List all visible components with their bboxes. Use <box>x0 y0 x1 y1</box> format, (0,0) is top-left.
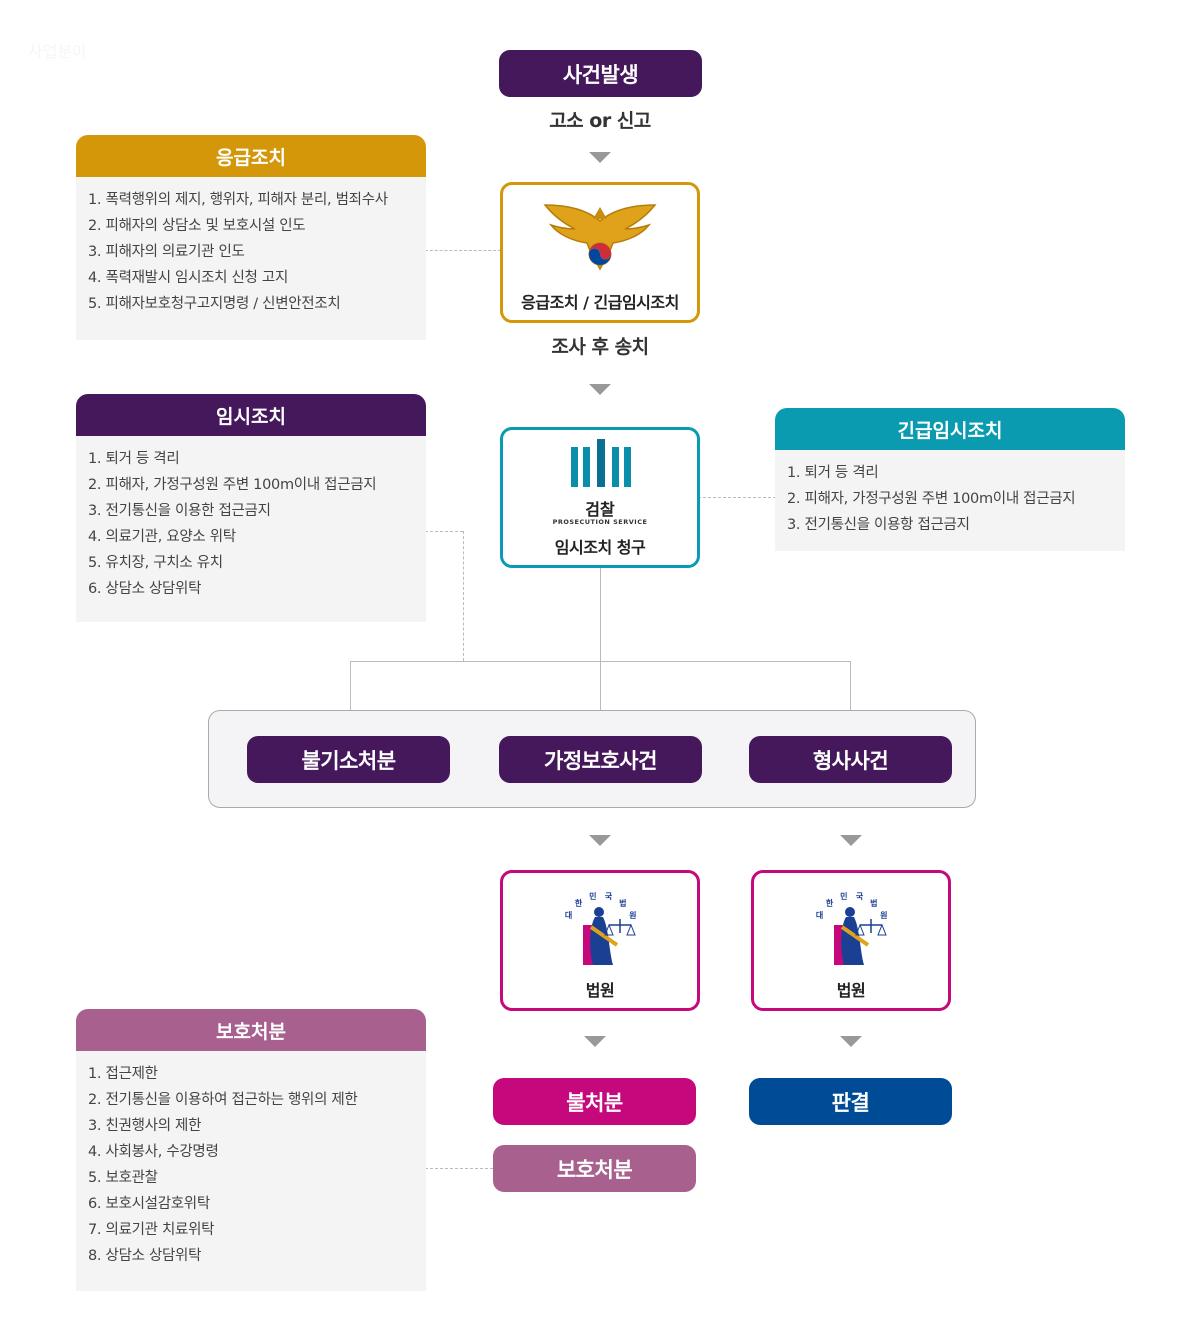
list-item: 5. 피해자보호청구고지명령 / 신변안전조치 <box>88 296 341 312</box>
protective-panel: 1. 접근제한 2. 전기통신을 이용하여 접근하는 행위의 제한 3. 친권행사의… <box>76 1051 426 1291</box>
court-seal-char: 법 <box>619 898 627 908</box>
list-item: 3. 피해자의 의료기관 인도 <box>88 244 245 260</box>
emergency-panel: 1. 폭력행위의 제지, 행위자, 피해자 분리, 범죄수사 2. 피해자의 상담… <box>76 177 426 340</box>
list-item: 2. 전기통신을 이용하여 접근하는 행위의 제한 <box>88 1092 358 1108</box>
court-seal-char: 한 <box>574 898 583 908</box>
connector-branch-left <box>350 661 351 711</box>
connector-prosecution-down <box>600 567 601 711</box>
police-label: 응급조치 / 긴급임시조치 <box>521 293 679 312</box>
prosecution-brand-en: PROSECUTION SERVICE <box>552 518 648 526</box>
court-seal-char: 민 <box>840 891 848 901</box>
court-seal-char: 대 <box>564 910 573 920</box>
list-item: 5. 보호관찰 <box>88 1170 158 1186</box>
connector-temporary-v <box>463 531 464 661</box>
court-label: 법원 <box>585 981 615 1000</box>
criminal-case-box: 형사사건 <box>749 736 952 783</box>
court-seal-char: 법 <box>870 898 878 908</box>
court-seal-char: 민 <box>589 891 597 901</box>
arrow-down-icon <box>589 152 611 163</box>
court-justice-emblem-icon <box>583 907 636 965</box>
arrow-down-icon <box>840 1036 862 1047</box>
list-item: 8. 상담소 상담위탁 <box>88 1248 202 1264</box>
connector-protective <box>425 1168 493 1169</box>
prosecution-brand: 검찰 <box>585 500 615 519</box>
urgent-temporary-list: 1. 퇴거 등 격리 2. 피해자, 가정구성원 주변 100m이내 접근금지 3.… <box>787 460 1113 538</box>
court-seal-char: 원 <box>880 910 888 920</box>
court-seal-char: 대 <box>815 910 824 920</box>
connector-branch-right <box>850 661 851 711</box>
list-item: 3. 전기통신을 이용항 접근금지 <box>787 517 970 533</box>
list-item: 4. 사회봉사, 수강명령 <box>88 1144 219 1160</box>
prosecution-label: 임시조치 청구 <box>554 538 646 557</box>
court-label: 법원 <box>836 981 866 1000</box>
arrow-down-icon <box>589 835 611 846</box>
list-item: 1. 퇴거 등 격리 <box>88 451 180 467</box>
urgent-temporary-panel: 1. 퇴거 등 격리 2. 피해자, 가정구성원 주변 100m이내 접근금지 3.… <box>775 450 1125 551</box>
court-seal-char: 국 <box>604 891 613 901</box>
urgent-temporary-panel-title: 긴급임시조치 <box>775 408 1125 450</box>
non-prosecution-box: 불기소처분 <box>247 736 450 783</box>
list-item: 7. 의료기관 치료위탁 <box>88 1222 215 1238</box>
temporary-panel-title: 임시조치 <box>76 394 426 436</box>
list-item: 4. 폭력재발시 임시조치 신청 고지 <box>88 270 288 286</box>
watermark: 사업분야 <box>28 42 87 61</box>
incident-box: 사건발생 <box>499 50 702 97</box>
protective-panel-title: 보호처분 <box>76 1009 426 1051</box>
investigation-caption: 조사 후 송치 <box>551 336 649 358</box>
connector-urgent <box>698 497 776 498</box>
list-item: 2. 피해자의 상담소 및 보호시설 인도 <box>88 218 306 234</box>
protective-disposition-box: 보호처분 <box>493 1145 696 1192</box>
no-disposition-box: 불처분 <box>493 1078 696 1125</box>
list-item: 1. 퇴거 등 격리 <box>787 465 879 481</box>
temporary-panel: 1. 퇴거 등 격리 2. 피해자, 가정구성원 주변 100m이내 접근금지 3.… <box>76 436 426 622</box>
connector-branch <box>350 661 851 662</box>
list-item: 1. 폭력행위의 제지, 행위자, 피해자 분리, 범죄수사 <box>88 192 388 208</box>
connector-temporary-h <box>425 531 463 532</box>
list-item: 4. 의료기관, 요양소 위탁 <box>88 529 236 545</box>
emergency-panel-title: 응급조치 <box>76 135 426 177</box>
arrow-down-icon <box>589 384 611 395</box>
list-item: 3. 전기통신을 이용한 접근금지 <box>88 503 271 519</box>
list-item: 6. 보호시설감호위탁 <box>88 1196 210 1212</box>
list-item: 2. 피해자, 가정구성원 주변 100m이내 접근금지 <box>787 491 1076 507</box>
court-seal-char: 원 <box>629 910 637 920</box>
court-justice-emblem-icon <box>834 907 887 965</box>
list-item: 3. 친권행사의 제한 <box>88 1118 202 1134</box>
report-caption: 고소 or 신고 <box>549 110 651 132</box>
list-item: 1. 접근제한 <box>88 1066 158 1082</box>
arrow-down-icon <box>840 835 862 846</box>
domestic-protection-case-box: 가정보호사건 <box>499 736 702 783</box>
connector-emergency <box>425 250 501 251</box>
temporary-list: 1. 퇴거 등 격리 2. 피해자, 가정구성원 주변 100m이내 접근금지 3.… <box>88 446 414 602</box>
arrow-down-icon <box>584 1036 606 1047</box>
list-item: 2. 피해자, 가정구성원 주변 100m이내 접근금지 <box>88 477 377 493</box>
emergency-list: 1. 폭력행위의 제지, 행위자, 피해자 분리, 범죄수사 2. 피해자의 상담… <box>88 187 414 317</box>
judgment-box: 판결 <box>749 1078 952 1125</box>
police-eagle-emblem-icon <box>543 204 657 271</box>
protective-list: 1. 접근제한 2. 전기통신을 이용하여 접근하는 행위의 제한 3. 친권행사의… <box>88 1061 414 1269</box>
list-item: 6. 상담소 상담위탁 <box>88 581 202 597</box>
prosecution-box: 검찰 PROSECUTION SERVICE 임시조치 청구 <box>500 427 700 568</box>
police-box: 응급조치 / 긴급임시조치 <box>500 182 700 323</box>
court-seal-char: 국 <box>855 891 864 901</box>
court-seal-char: 한 <box>825 898 834 908</box>
prosecution-pillars-icon <box>571 439 631 487</box>
list-item: 5. 유치장, 구치소 유치 <box>88 555 223 571</box>
